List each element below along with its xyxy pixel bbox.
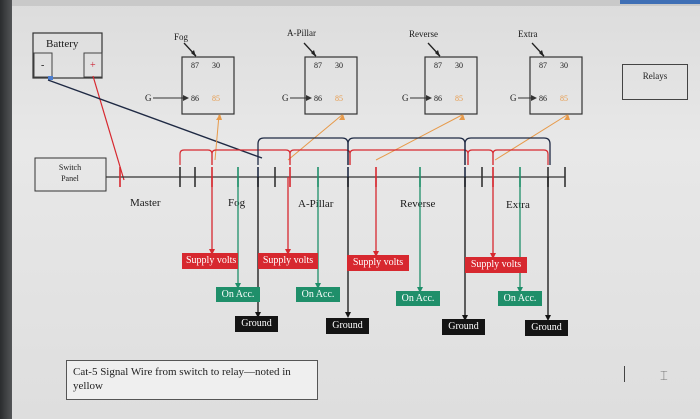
pin-86: 86 bbox=[314, 94, 322, 103]
supply-volts-label: Supply volts bbox=[258, 253, 318, 269]
relay-name: A-Pillar bbox=[287, 28, 316, 38]
svg-text:Panel: Panel bbox=[61, 174, 80, 183]
relay-2: Reverse 87 30 86 85 G bbox=[375, 29, 478, 161]
supply-volts-label: Supply volts bbox=[182, 253, 238, 269]
pin-85: 85 bbox=[212, 94, 220, 103]
feed-arrow bbox=[490, 253, 496, 259]
supply-volts-label: Supply volts bbox=[347, 255, 409, 271]
on-acc-label: On Acc. bbox=[498, 291, 542, 306]
switch-label-3: Reverse bbox=[400, 198, 436, 210]
on-acc-label: On Acc. bbox=[216, 287, 260, 302]
supply-hop bbox=[211, 149, 291, 165]
feed-arrow bbox=[255, 312, 261, 318]
ground-hop bbox=[257, 137, 349, 165]
ground-g: G bbox=[282, 93, 289, 103]
feed-arrow bbox=[285, 249, 291, 255]
supply-hop bbox=[289, 149, 351, 165]
feed-arrow bbox=[235, 283, 241, 289]
pin-30: 30 bbox=[560, 61, 568, 70]
feed-arrow bbox=[315, 283, 321, 289]
svg-text:Switch: Switch bbox=[59, 163, 81, 172]
ground-g: G bbox=[145, 93, 152, 103]
note-box: Cat-5 Signal Wire from switch to relay—n… bbox=[66, 360, 318, 400]
supply-volts-label: Supply volts bbox=[465, 257, 527, 273]
pin-85: 85 bbox=[455, 94, 463, 103]
feed-arrow bbox=[462, 315, 468, 321]
feed-arrow bbox=[373, 251, 379, 257]
feed-arrow bbox=[345, 312, 351, 318]
relay-1: A-Pillar 87 30 86 85 G bbox=[282, 28, 358, 161]
pin-87: 87 bbox=[314, 61, 322, 70]
supply-hop bbox=[349, 149, 469, 165]
relay-name: Fog bbox=[174, 32, 189, 42]
pin-30: 30 bbox=[455, 61, 463, 70]
switch-label-1: Fog bbox=[228, 197, 246, 209]
ruler-highlight bbox=[620, 0, 700, 4]
pin-87: 87 bbox=[434, 61, 442, 70]
ground-label: Ground bbox=[235, 316, 278, 332]
battery-neg: - bbox=[41, 60, 44, 71]
relay-name: Extra bbox=[518, 29, 538, 39]
pin-85: 85 bbox=[335, 94, 343, 103]
feed-arrow bbox=[209, 249, 215, 255]
on-acc-label: On Acc. bbox=[296, 287, 340, 302]
supply-hop bbox=[179, 149, 213, 165]
relay-3: Extra 87 30 86 85 G bbox=[494, 29, 583, 161]
switch-label-4: Extra bbox=[506, 199, 530, 211]
pin-87: 87 bbox=[539, 61, 547, 70]
switch-label-0: Master bbox=[130, 197, 161, 209]
feed-arrow bbox=[545, 315, 551, 321]
note-text: Cat-5 Signal Wire from switch to relay—n… bbox=[73, 366, 291, 392]
battery: Battery - + bbox=[32, 32, 103, 80]
feed-arrow bbox=[417, 287, 423, 293]
ground-label: Ground bbox=[326, 318, 369, 334]
switch-panel-box: Switch Panel bbox=[34, 157, 107, 192]
ground-g: G bbox=[510, 93, 517, 103]
feed-arrow bbox=[517, 287, 523, 293]
pin-86: 86 bbox=[539, 94, 547, 103]
text-cursor bbox=[624, 366, 625, 382]
pin-87: 87 bbox=[191, 61, 199, 70]
battery-title: Battery bbox=[46, 38, 79, 50]
relay-name: Reverse bbox=[409, 29, 438, 39]
relay-0: Fog 87 30 86 85 G bbox=[145, 32, 235, 161]
switch-label-2: A-Pillar bbox=[298, 198, 334, 210]
battery-pos: + bbox=[90, 60, 96, 71]
ground-label: Ground bbox=[442, 319, 485, 335]
pin-30: 30 bbox=[335, 61, 343, 70]
toolbar-strip bbox=[12, 0, 700, 6]
pin-30: 30 bbox=[212, 61, 220, 70]
pin-85: 85 bbox=[560, 94, 568, 103]
supply-hop bbox=[492, 149, 549, 165]
relays-box: Relays bbox=[622, 64, 688, 100]
ibeam-icon: ⌶ bbox=[660, 368, 668, 383]
on-acc-label: On Acc. bbox=[396, 291, 440, 306]
pin-86: 86 bbox=[191, 94, 199, 103]
document-page bbox=[12, 0, 700, 419]
ground-hop bbox=[464, 137, 551, 165]
supply-hop bbox=[467, 149, 494, 165]
ground-hop bbox=[347, 137, 466, 165]
ground-label: Ground bbox=[525, 320, 568, 336]
monitor-bezel bbox=[0, 0, 14, 419]
pin-86: 86 bbox=[434, 94, 442, 103]
ground-g: G bbox=[402, 93, 409, 103]
